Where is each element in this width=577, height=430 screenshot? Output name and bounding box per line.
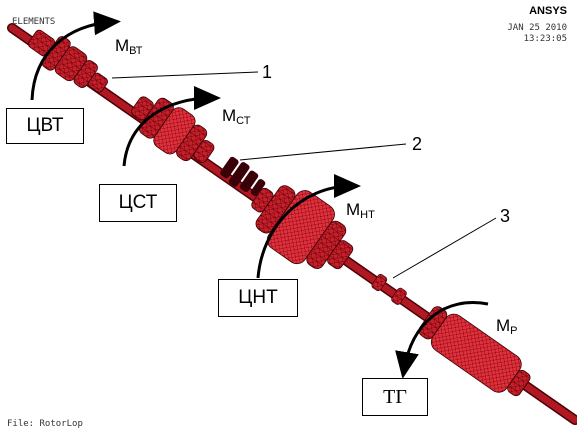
- header-time: 13:23:05: [524, 34, 567, 44]
- header-date: JAN 25 2010: [507, 23, 567, 33]
- callout-line-2: [240, 144, 406, 160]
- lp-cylinder-label: ЦНТ: [218, 279, 298, 317]
- moment-label-gen: MР: [496, 316, 518, 337]
- ip-cylinder-label: ЦСТ: [99, 184, 177, 222]
- moment-label-lp: MНТ: [346, 200, 375, 221]
- file-label: File: RotorLop: [7, 419, 83, 429]
- callout-number-3: 3: [500, 206, 510, 227]
- moment-label-ip: MСТ: [222, 106, 250, 127]
- moment-symbol: M: [496, 316, 510, 335]
- moment-subscript: Р: [510, 325, 517, 337]
- callout-line-3: [393, 218, 496, 278]
- callout-line-1: [112, 72, 258, 78]
- ansys-brand: ANSYS: [529, 6, 567, 16]
- moment-subscript: СТ: [236, 115, 250, 127]
- moment-subscript: НТ: [360, 209, 375, 221]
- moment-subscript: ВТ: [129, 45, 142, 57]
- hp-cylinder-label: ЦВТ: [6, 108, 84, 144]
- callout-number-2: 2: [412, 134, 422, 155]
- moment-symbol: M: [222, 106, 236, 125]
- moment-symbol: M: [115, 36, 129, 55]
- generator-label: ТГ: [362, 378, 428, 416]
- callout-number-1: 1: [262, 62, 272, 83]
- moment-symbol: M: [346, 200, 360, 219]
- moment-label-hp: MВТ: [115, 36, 143, 57]
- elements-label: ELEMENTS: [12, 17, 55, 27]
